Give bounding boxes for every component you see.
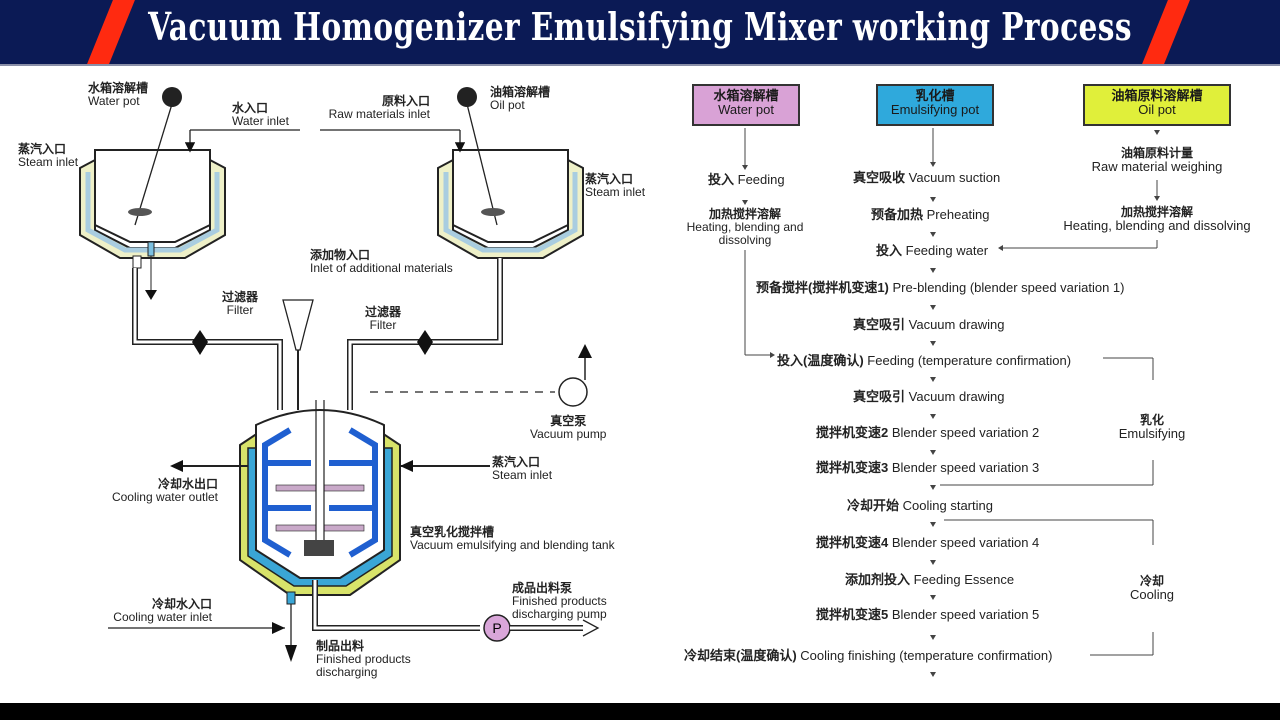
water-step-feeding: 投入 Feeding (708, 172, 785, 187)
main-step-4: 预备搅拌(搅拌机变速1) Pre-blending (blender speed… (756, 280, 1125, 295)
flow-arrows (742, 130, 1160, 677)
main-step-7: 真空吸引 Vacuum drawing (853, 389, 1005, 404)
main-step-11: 搅拌机变速4 Blender speed variation 4 (816, 535, 1040, 550)
water-pot-vessel (79, 103, 300, 300)
main-step-5: 真空吸引 Vacuum drawing (853, 317, 1005, 332)
additive-hopper (282, 299, 314, 351)
main-step-1: 真空吸收 Vacuum suction (853, 170, 1001, 185)
svg-text:P: P (492, 620, 501, 636)
page-title: Vacuum Homogenizer Emulsifying Mixer wor… (148, 4, 1132, 49)
water-pot-motor (162, 87, 182, 107)
oil-pot-vessel (320, 103, 584, 259)
main-step-14: 冷却结束(温度确认) Cooling finishing (temperatur… (684, 648, 1053, 663)
main-step-3: 投入 Feeding water (876, 243, 989, 258)
main-tank (239, 400, 401, 605)
main-step-13: 搅拌机变速5 Blender speed variation 5 (816, 607, 1040, 622)
main-step-6: 投入(温度确认) Feeding (temperature confirmati… (777, 353, 1072, 368)
flowchart-connectors (744, 128, 1158, 656)
oil-pot-motor (457, 87, 477, 107)
title-banner: Vacuum Homogenizer Emulsifying Mixer wor… (0, 0, 1280, 66)
filter-right-symbol (417, 330, 433, 355)
main-step-8: 搅拌机变速2 Blender speed variation 2 (816, 425, 1040, 440)
main-step-10: 冷却开始 Cooling starting (847, 498, 993, 513)
footer-bar (0, 703, 1280, 720)
main-step-12: 添加剂投入 Feeding Essence (845, 572, 1015, 587)
main-step-2: 预备加热 Preheating (871, 207, 990, 222)
vacuum-pump-symbol (558, 377, 588, 407)
filter-left-symbol (192, 330, 208, 355)
main-step-9: 搅拌机变速3 Blender speed variation 3 (816, 460, 1040, 475)
